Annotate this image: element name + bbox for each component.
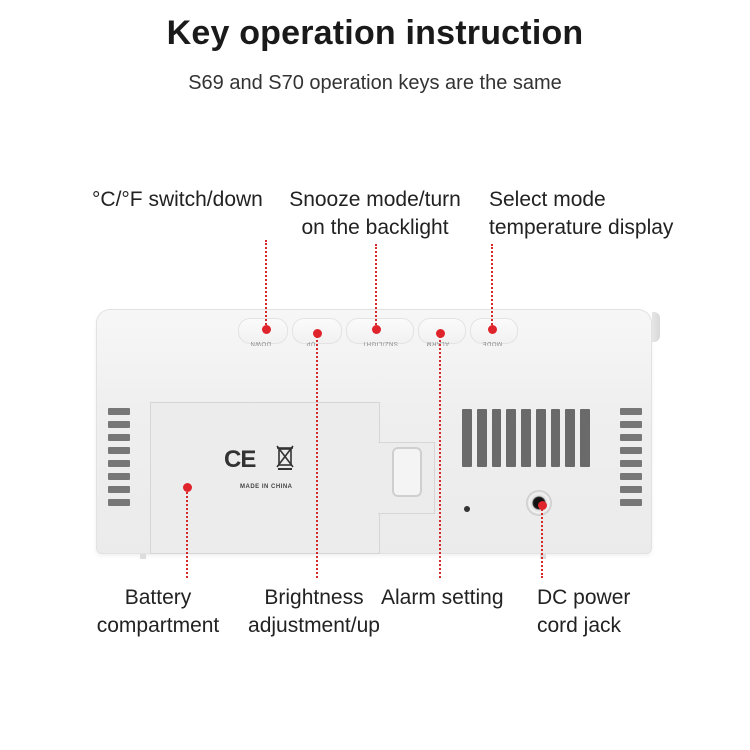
weee-bin-icon (276, 445, 294, 470)
key-label-alarm: ALARM (426, 340, 450, 346)
vent-slot (108, 447, 130, 454)
vent-slot (620, 499, 642, 506)
reset-pinhole (464, 506, 470, 512)
key-label-mode: MODE (482, 340, 502, 346)
leader-line-up (316, 332, 318, 578)
vent-slot (108, 499, 130, 506)
grille-slot (462, 409, 472, 467)
label-select-line2: temperature display (489, 216, 674, 239)
marker-dot-snooze (371, 324, 381, 334)
page-subtitle: S69 and S70 operation keys are the same (188, 72, 562, 94)
vent-slot (108, 473, 130, 480)
grille-slot (521, 409, 531, 467)
label-switch-down: °C/°F switch/down (92, 188, 263, 211)
vent-slot (108, 421, 130, 428)
key-label-snooze-light: SNZ/LIGHT (362, 340, 398, 346)
speaker-grille (458, 409, 594, 467)
grille-slot (550, 409, 561, 467)
battery-compartment-cover[interactable] (150, 402, 380, 554)
leader-line-dc (541, 506, 543, 578)
vent-slot (108, 434, 130, 441)
page-title: Key operation instruction (166, 14, 584, 52)
device-foot (140, 554, 146, 559)
vent-slot (620, 408, 642, 415)
key-label-down: DOWN (250, 340, 271, 346)
vent-slot (620, 460, 642, 467)
marker-dot-mode (487, 324, 497, 334)
grille-slot (491, 409, 502, 467)
label-brightness-line1: Brightness (264, 586, 364, 609)
label-battery-line2: compartment (96, 614, 220, 637)
right-vents (620, 408, 642, 506)
made-in-text: MADE IN CHINA (240, 484, 293, 490)
marker-dot-up (312, 328, 322, 338)
key-mode[interactable] (470, 318, 518, 344)
vent-slot (108, 408, 130, 415)
label-brightness-line2: adjustment/up (248, 614, 380, 637)
leader-line-battery (186, 488, 188, 578)
label-alarm-setting: Alarm setting (381, 586, 504, 609)
device-side-edge (652, 312, 660, 342)
grille-slot (476, 409, 487, 467)
label-dc-line1: DC power (537, 586, 631, 609)
vent-slot (620, 447, 642, 454)
grille-slot (535, 409, 546, 467)
leader-line-snooze (375, 244, 377, 328)
vent-slot (108, 460, 130, 467)
grille-slot (580, 409, 591, 467)
label-dc-line2: cord jack (537, 614, 622, 637)
vent-slot (108, 486, 130, 493)
label-snooze-line2: on the backlight (301, 216, 449, 239)
leader-line-alarm (439, 332, 441, 578)
grille-slot (506, 409, 517, 467)
device-foot (540, 554, 546, 559)
leader-line-down (265, 240, 267, 328)
leader-line-mode (491, 244, 493, 328)
key-label-up: UP (306, 340, 316, 346)
marker-dot-alarm (435, 328, 445, 338)
vent-slot (620, 434, 642, 441)
vent-slot (620, 486, 642, 493)
vent-slot (620, 473, 642, 480)
vent-slot (620, 421, 642, 428)
marker-dot-dc (537, 500, 547, 510)
label-battery-line1: Battery (124, 586, 192, 609)
label-select-line1: Select mode (489, 188, 606, 211)
grille-slot (565, 409, 576, 467)
label-snooze-line1: Snooze mode/turn (289, 188, 461, 211)
marker-dot-down (261, 324, 271, 334)
ce-mark: CE (224, 446, 256, 473)
marker-dot-battery (182, 482, 192, 492)
left-vents (108, 408, 130, 506)
battery-door-clip[interactable] (392, 447, 422, 497)
